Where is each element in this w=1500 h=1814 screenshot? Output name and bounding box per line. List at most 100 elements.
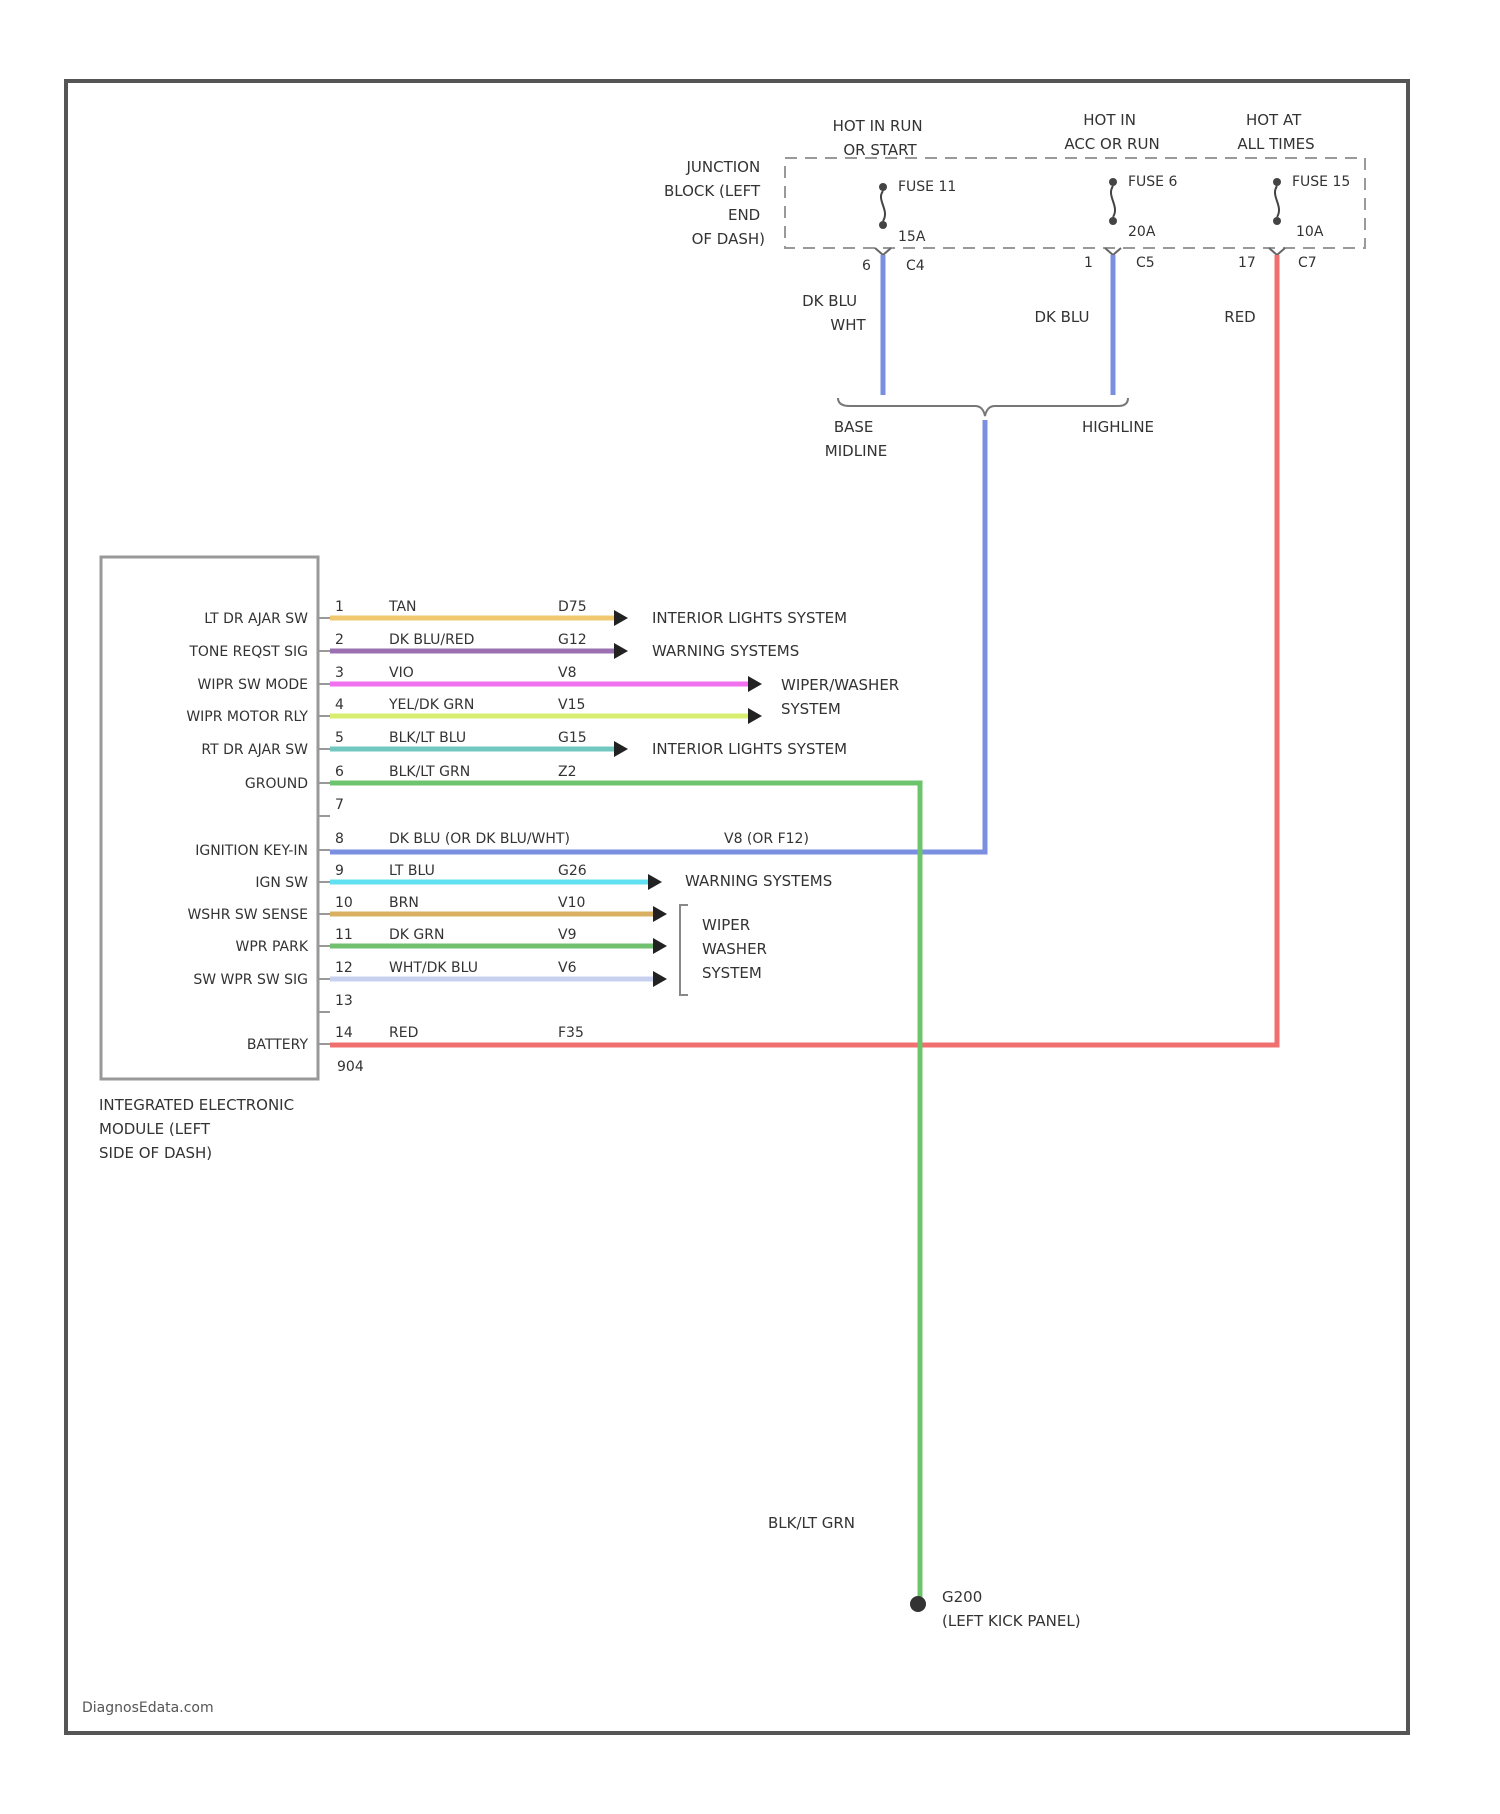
- pin-circuit: D75: [558, 599, 587, 615]
- arrow-icon: [653, 938, 667, 954]
- ground-point-icon: [910, 1596, 926, 1612]
- pin-wire-color: BLK/LT GRN: [389, 764, 470, 780]
- pin-circuit: V15: [558, 697, 585, 713]
- pin-circuit: F35: [558, 1025, 584, 1041]
- pin-label: IGN SW: [255, 875, 308, 891]
- pin-label: WIPR SW MODE: [198, 677, 309, 693]
- fuse-11-amps: 15A: [898, 229, 926, 245]
- splice-right-label: HIGHLINE: [1082, 418, 1154, 436]
- fuse-6-name: FUSE 6: [1128, 174, 1177, 190]
- arrow-icon: [614, 741, 628, 757]
- fuse-6-amps: 20A: [1128, 224, 1156, 240]
- pin-number: 3: [335, 665, 344, 681]
- module-name: INTEGRATED ELECTRONIC MODULE (LEFT SIDE …: [99, 1096, 299, 1162]
- fuse-6-wire-color: DK BLU: [1034, 308, 1089, 326]
- pin-label: GROUND: [245, 776, 308, 792]
- fuse-15-hot-label: HOT AT ALL TIMES: [1237, 111, 1314, 153]
- pin-wire-color: VIO: [389, 665, 414, 681]
- pin-number: 9: [335, 863, 344, 879]
- pin-label: SW WPR SW SIG: [193, 972, 308, 988]
- pin-circuit: G15: [558, 730, 587, 746]
- arrow-icon: [748, 708, 762, 724]
- dest-warning-systems-2: WARNING SYSTEMS: [685, 872, 832, 890]
- module-box: [101, 557, 318, 1079]
- pin-label: WSHR SW SENSE: [187, 907, 308, 923]
- fuse-11-pin: 6: [862, 258, 871, 274]
- pin-number: 5: [335, 730, 344, 746]
- fuse-11-hot-label: HOT IN RUN OR START: [833, 117, 928, 159]
- pin-number: 14: [335, 1025, 353, 1041]
- fuse-11: HOT IN RUN OR START FUSE 11 15A 6 C4: [833, 117, 957, 274]
- pin-number: 13: [335, 993, 353, 1009]
- pin-label: RT DR AJAR SW: [201, 742, 308, 758]
- pin-circuit: G12: [558, 632, 587, 648]
- module-connector: 904: [337, 1059, 364, 1075]
- pin-wire-color: DK GRN: [389, 927, 444, 943]
- pin-number: 8: [335, 831, 344, 847]
- junction-block-title: JUNCTION BLOCK (LEFT END OF DASH): [664, 158, 765, 248]
- fuse-15-connector: C7: [1298, 255, 1317, 271]
- splice-bracket: [838, 398, 1128, 416]
- pin-circuit: V10: [558, 895, 585, 911]
- arrow-icon: [614, 610, 628, 626]
- fuse-6: HOT IN ACC OR RUN FUSE 6 20A 1 C5: [1064, 111, 1177, 271]
- pin-number: 10: [335, 895, 353, 911]
- pin-wire-color: TAN: [388, 599, 417, 615]
- dest-wiper-washer-1: WIPER/WASHER: [781, 676, 899, 694]
- pin-wire-color: LT BLU: [389, 863, 435, 879]
- dest-interior-lights-2: INTERIOR LIGHTS SYSTEM: [652, 740, 847, 758]
- pin-wire-color: RED: [389, 1025, 418, 1041]
- fuse-6-pin: 1: [1084, 255, 1093, 271]
- arrow-icon: [653, 971, 667, 987]
- pin-circuit: V8 (OR F12): [724, 831, 809, 847]
- fuse-15-amps: 10A: [1296, 224, 1324, 240]
- pin-wire-color: BRN: [389, 895, 419, 911]
- pin-wire-color: DK BLU/RED: [389, 632, 474, 648]
- pin-wire-color: YEL/DK GRN: [388, 697, 474, 713]
- pin-label: BATTERY: [247, 1037, 309, 1053]
- pin-number: 7: [335, 797, 344, 813]
- ground-label: G200 (LEFT KICK PANEL): [942, 1588, 1081, 1630]
- pin-number: 1: [335, 599, 344, 615]
- pin-circuit: V6: [558, 960, 577, 976]
- pin-wire-color: WHT/DK BLU: [389, 960, 478, 976]
- pin-circuit: Z2: [558, 764, 577, 780]
- pin-number: 4: [335, 697, 344, 713]
- fuse-11-wire-color: DK BLU WHT: [802, 292, 866, 334]
- pin-label: TONE REQST SIG: [188, 644, 308, 660]
- fuse-11-name: FUSE 11: [898, 179, 956, 195]
- dest-interior-lights-1: INTERIOR LIGHTS SYSTEM: [652, 609, 847, 627]
- pin-wire-color: DK BLU (OR DK BLU/WHT): [389, 831, 570, 847]
- pin-number: 6: [335, 764, 344, 780]
- arrow-icon: [614, 643, 628, 659]
- dest-wiper-system-1: SYSTEM: [781, 700, 841, 718]
- arrow-icon: [648, 874, 662, 890]
- pin-label: WPR PARK: [236, 939, 309, 955]
- pin-label: LT DR AJAR SW: [204, 611, 308, 627]
- pin-circuit: V9: [558, 927, 576, 943]
- dest-wiper-washer-2: WIPER WASHER SYSTEM: [702, 916, 772, 982]
- fuse-15-name: FUSE 15: [1292, 174, 1350, 190]
- pin-number: 2: [335, 632, 344, 648]
- dest-warning-systems-1: WARNING SYSTEMS: [652, 642, 799, 660]
- pin-number: 11: [335, 927, 353, 943]
- splice-left-label: BASE MIDLINE: [825, 418, 887, 460]
- arrow-icon: [653, 906, 667, 922]
- watermark: DiagnosEdata.com: [82, 1700, 214, 1716]
- module-pins: LT DR AJAR SW 1 TAN D75TONE REQST SIG 2 DK BL…: [186, 599, 809, 1053]
- fuse-6-connector: C5: [1136, 255, 1155, 271]
- ground-wire-color: BLK/LT GRN: [768, 1514, 855, 1532]
- junction-block: JUNCTION BLOCK (LEFT END OF DASH) HOT IN…: [664, 111, 1365, 274]
- pin-circuit: G26: [558, 863, 587, 879]
- pin-wire-color: BLK/LT BLU: [389, 730, 466, 746]
- fuse-15-pin: 17: [1238, 255, 1256, 271]
- fuse-15-wire-color: RED: [1224, 308, 1255, 326]
- pin-label: IGNITION KEY-IN: [195, 843, 308, 859]
- pin-label: WIPR MOTOR RLY: [186, 709, 308, 725]
- fuse-11-connector: C4: [906, 258, 925, 274]
- fuse-6-hot-label: HOT IN ACC OR RUN: [1064, 111, 1159, 153]
- pin-circuit: V8: [558, 665, 576, 681]
- wiper-system-bracket: [680, 905, 688, 995]
- arrow-icon: [748, 676, 762, 692]
